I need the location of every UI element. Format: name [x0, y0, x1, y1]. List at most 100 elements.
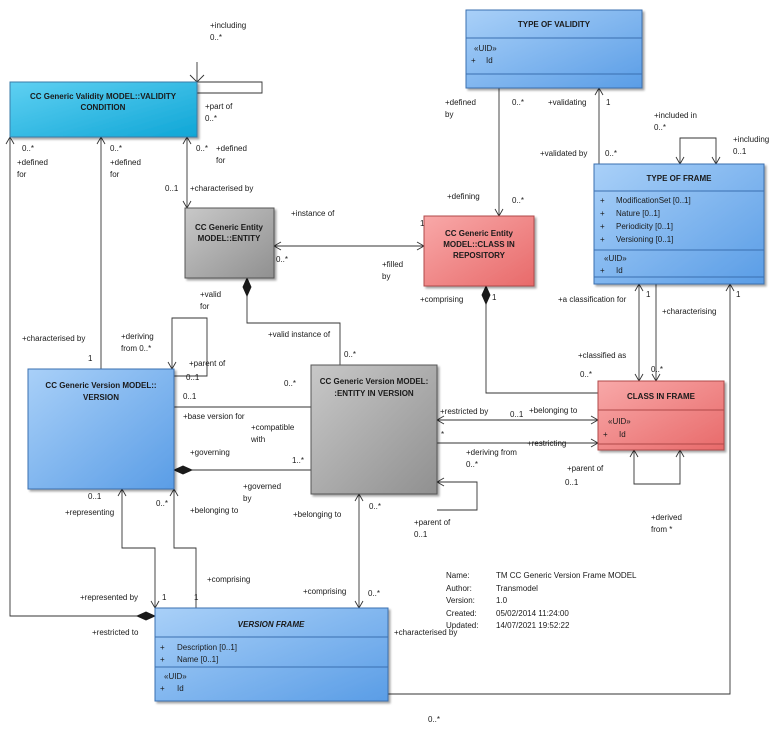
role-label: +characterised by: [190, 184, 253, 193]
class-version-box: [27, 368, 175, 490]
role-label: by: [382, 272, 390, 281]
diagram-metadata: Name:TM CC Generic Version Frame MODEL A…: [446, 570, 636, 633]
multiplicity-label: 0..1: [510, 410, 524, 419]
attr-description: Description [0..1]: [177, 643, 237, 652]
class-class-in-frame-title: CLASS IN FRAME: [627, 392, 696, 401]
multiplicity-label: 0..*: [205, 114, 217, 123]
role-label: +belonging to: [190, 506, 239, 515]
assoc-eiv-self[interactable]: [437, 481, 478, 511]
multiplicity-label: 0..*: [284, 379, 296, 388]
meta-version: 1.0: [496, 596, 508, 605]
multiplicity-label: 0..1: [733, 147, 747, 156]
attr-versioning: Versioning [0..1]: [616, 235, 673, 244]
assoc-validity-versionframe[interactable]: [9, 137, 155, 617]
class-type-of-frame[interactable]: TYPE OF FRAME + ModificationSet [0..1] +…: [593, 163, 765, 285]
meta-name: TM CC Generic Version Frame MODEL: [496, 571, 637, 580]
class-version-frame-box: [154, 607, 389, 702]
multiplicity-label: 0..*: [196, 144, 208, 153]
assoc-classinframe-self[interactable]: [633, 450, 681, 485]
role-label: +filled: [382, 260, 403, 269]
class-class-in-frame[interactable]: CLASS IN FRAME «UID» + Id: [597, 380, 725, 451]
multiplicity-label: 0..*: [580, 370, 592, 379]
class-version-title-1: CC Generic Version MODEL::: [45, 381, 156, 390]
multiplicity-label: 0..*: [651, 365, 663, 374]
role-label: +defined: [216, 144, 247, 153]
role-labels: +including 0..* +part of 0..* 0..* +defi…: [17, 21, 769, 724]
attr-modificationset: ModificationSet [0..1]: [616, 196, 691, 205]
class-validity-condition-title-2: CONDITION: [81, 103, 126, 112]
role-label: for: [110, 170, 120, 179]
class-type-of-validity-box: [465, 9, 643, 89]
multiplicity-label: 0..1: [88, 492, 102, 501]
attr-prefix: +: [160, 655, 165, 664]
assoc-repo-classinframe[interactable]: [485, 289, 598, 394]
role-label: +defining: [447, 192, 480, 201]
role-label: with: [250, 435, 265, 444]
multiplicity-label: 0..1: [186, 373, 200, 382]
multiplicity-label: 1: [606, 98, 611, 107]
role-label: +instance of: [291, 209, 335, 218]
attr-id: Id: [616, 266, 623, 275]
stereotype-uid: «UID»: [474, 44, 497, 53]
class-validity-condition[interactable]: CC Generic Validity MODEL::VALIDITY COND…: [9, 81, 198, 138]
multiplicity-label: 0..*: [344, 350, 356, 359]
multiplicity-label: 0..*: [512, 196, 524, 205]
composition-diamond: [172, 465, 194, 475]
multiplicity-label: 0..*: [210, 33, 222, 42]
assoc-typeofframe-versionframe[interactable]: [388, 284, 731, 695]
class-entity-title-2: MODEL::ENTITY: [198, 234, 261, 243]
role-label: by: [243, 494, 251, 503]
role-label: from *: [651, 525, 672, 534]
role-label: +included in: [654, 111, 697, 120]
assoc-typeofframe-self[interactable]: [679, 137, 717, 164]
multiplicity-label: 0..*: [276, 255, 288, 264]
role-label: +including: [733, 135, 769, 144]
meta-created: 05/02/2014 11:24:00: [496, 608, 569, 618]
role-label: for: [200, 302, 210, 311]
role-label: +a classification for: [558, 295, 627, 304]
class-version[interactable]: CC Generic Version MODEL:: VERSION: [27, 368, 175, 490]
role-label: +validating: [548, 98, 586, 107]
assoc-version-versionframe-belong[interactable]: [173, 489, 197, 608]
attr-id: Id: [177, 684, 184, 693]
role-label: +governed: [243, 482, 281, 491]
role-label: for: [17, 170, 27, 179]
role-label: +deriving from: [466, 448, 517, 457]
assoc-version-self[interactable]: [171, 317, 208, 377]
multiplicity-label: 0..*: [156, 499, 168, 508]
attr-prefix: +: [600, 266, 605, 275]
class-entity-in-version[interactable]: CC Generic Version MODEL: :ENTITY IN VER…: [310, 364, 438, 495]
role-label: +deriving: [121, 332, 154, 341]
role-label: +defined: [110, 158, 141, 167]
attr-prefix: +: [471, 56, 476, 65]
stereotype-uid: «UID»: [608, 417, 631, 426]
role-label: +represented by: [80, 593, 138, 602]
role-label: +characterising: [662, 307, 716, 316]
attr-prefix: +: [600, 235, 605, 244]
class-entity-box: [184, 207, 275, 279]
role-label: +comprising: [303, 587, 346, 596]
class-type-of-validity[interactable]: TYPE OF VALIDITY «UID» + Id: [465, 9, 643, 89]
attr-prefix: +: [160, 643, 165, 652]
role-label: by: [445, 110, 453, 119]
class-entity[interactable]: CC Generic Entity MODEL::ENTITY: [184, 207, 275, 279]
multiplicity-label: 0..1: [565, 478, 579, 487]
class-version-frame[interactable]: VERSION FRAME + Description [0..1] + Nam…: [154, 607, 389, 702]
role-label: +compatible: [251, 423, 295, 432]
multiplicity-label: 0..*: [368, 589, 380, 598]
multiplicity-label: 0..*: [428, 715, 440, 724]
assoc-entity-entityinversion[interactable]: [246, 278, 341, 365]
class-version-title-2: VERSION: [83, 393, 119, 402]
class-class-in-repository[interactable]: CC Generic Entity MODEL::CLASS IN REPOSI…: [423, 215, 535, 287]
multiplicity-label: 1: [88, 354, 93, 363]
role-label: +governing: [190, 448, 230, 457]
multiplicity-label: 0..*: [369, 502, 381, 511]
role-label: +characterised by: [22, 334, 85, 343]
meta-author: Transmodel: [496, 583, 538, 593]
multiplicity-label: 0..*: [654, 123, 666, 132]
class-type-of-validity-title: TYPE OF VALIDITY: [518, 20, 591, 29]
assoc-version-versionframe-rep[interactable]: [121, 489, 156, 608]
role-label: +restricted by: [440, 407, 488, 416]
assoc-validity-self[interactable]: [197, 81, 263, 94]
multiplicity-label: 0..1: [165, 184, 179, 193]
